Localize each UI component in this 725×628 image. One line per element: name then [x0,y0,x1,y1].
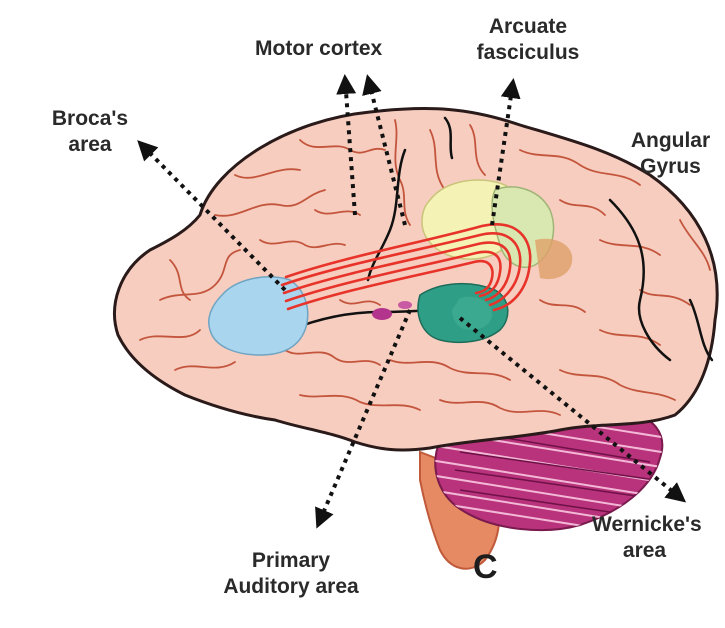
wernicke-line2: area [592,538,697,564]
arcuate-line1: Arcuate [468,14,588,40]
broca-label: Broca's area [40,106,140,158]
motor-cortex-label: Motor cortex [255,36,382,62]
primary-auditory-label: Primary Auditory area [196,548,386,600]
angular-line1: Angular [618,128,723,154]
angular-line2: Gyrus [618,154,723,180]
broca-line1: Broca's [40,106,140,132]
primary-line1: Primary [196,548,386,574]
auditory-spot [372,308,392,320]
auditory-spot-2 [398,301,412,309]
primary-line2: Auditory area [196,574,386,600]
arcuate-line2: fasciculus [468,40,588,66]
arcuate-fasciculus-label: Arcuate fasciculus [468,14,588,66]
wernicke-line1: Wernicke's [592,512,725,538]
broca-line2: area [40,132,140,158]
motor-cortex-text: Motor cortex [255,37,382,60]
angular-gyrus-label: Angular Gyrus [618,128,723,180]
panel-letter: C [473,548,498,587]
panel-letter-text: C [473,548,498,586]
wernicke-label: Wernicke's area [592,512,725,564]
